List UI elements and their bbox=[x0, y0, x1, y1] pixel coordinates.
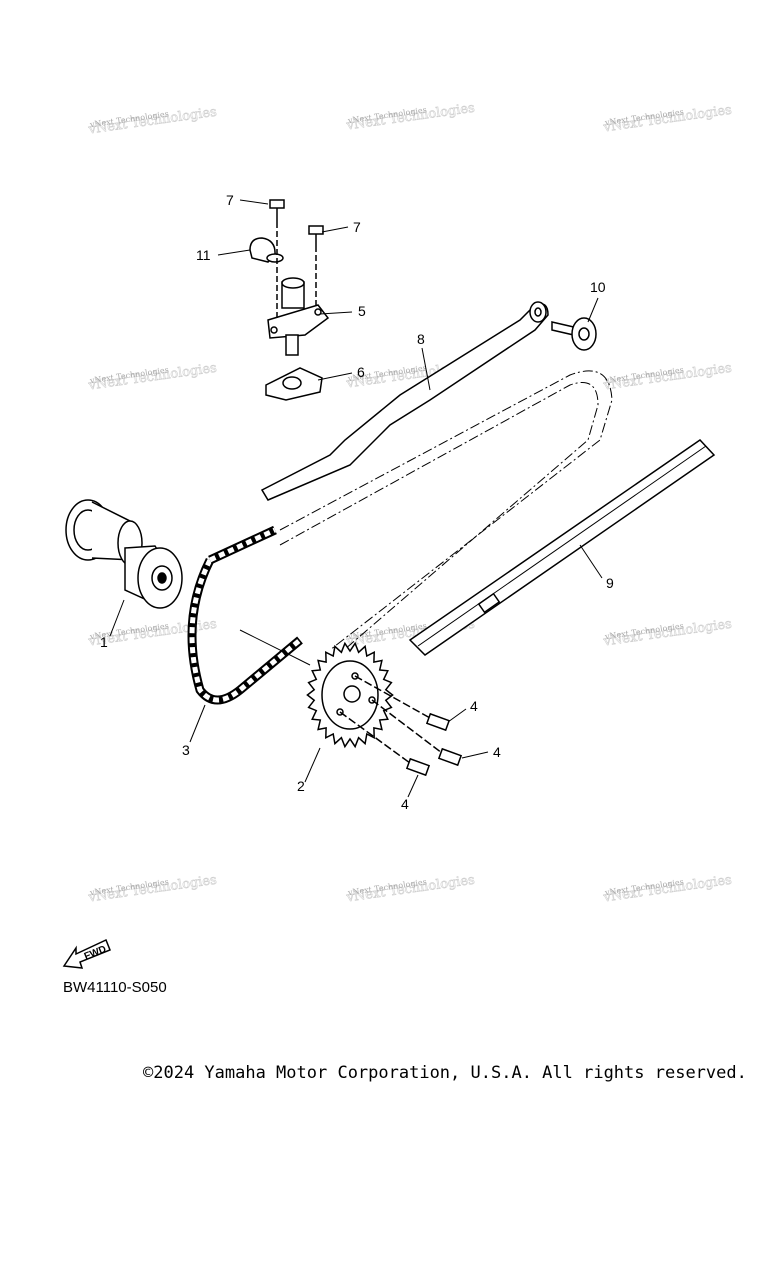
callout-number: 4 bbox=[493, 744, 501, 760]
cam-chain bbox=[187, 370, 613, 705]
callout-number: 8 bbox=[417, 331, 425, 347]
copyright-notice: ©2024 Yamaha Motor Corporation, U.S.A. A… bbox=[143, 1063, 747, 1083]
sprocket-bolts bbox=[339, 675, 463, 777]
leader-lines bbox=[109, 199, 603, 798]
callout-number: 1 bbox=[100, 634, 108, 650]
forward-arrow-icon: FWD bbox=[62, 938, 111, 969]
fwd-label: FWD bbox=[83, 944, 108, 963]
callout-number: 3 bbox=[182, 742, 190, 758]
chain-guide-lower bbox=[408, 439, 716, 656]
callout-number: 7 bbox=[353, 219, 361, 235]
callout-number: 6 bbox=[357, 364, 365, 380]
cam-sprocket bbox=[306, 641, 394, 749]
callout-number: 7 bbox=[226, 192, 234, 208]
guide-bolt bbox=[551, 317, 597, 351]
clamp bbox=[249, 237, 284, 263]
callout-number: 2 bbox=[297, 778, 305, 794]
callout-number: 11 bbox=[196, 247, 211, 263]
callout-number: 10 bbox=[590, 279, 606, 295]
callout-layer: 1 2 3 4 4 4 5 6 7 7 8 9 10 11 bbox=[100, 192, 614, 812]
callout-number: 4 bbox=[470, 698, 478, 714]
callout-number: 4 bbox=[401, 796, 409, 812]
callout-number: 9 bbox=[606, 575, 614, 591]
camshaft bbox=[65, 499, 183, 609]
chain-guide-upper bbox=[260, 301, 549, 501]
diagram-code: BW41110-S050 bbox=[63, 979, 167, 996]
chain-tensioner bbox=[265, 277, 330, 401]
bolts-7 bbox=[269, 199, 324, 320]
callout-number: 5 bbox=[358, 303, 366, 319]
